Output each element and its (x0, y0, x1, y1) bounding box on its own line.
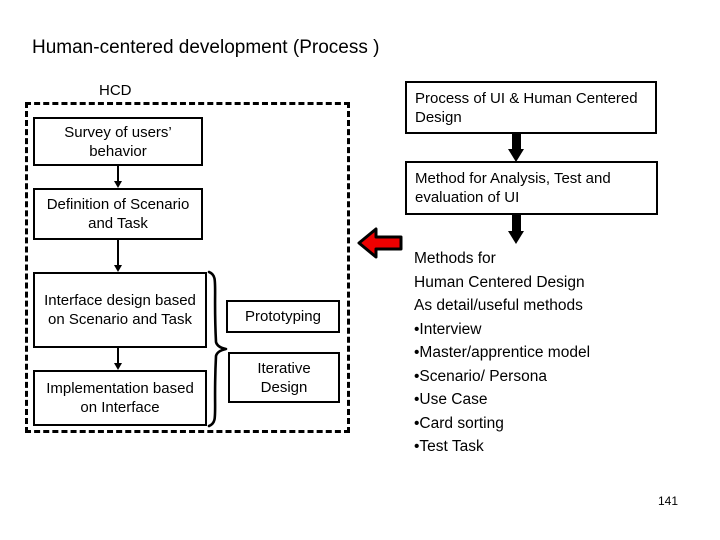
process-box-survey-of-users-behavior[interactable]: Survey of users’ behavior (33, 117, 203, 166)
arrow-head (508, 231, 524, 244)
hcd-group-label: HCD (95, 82, 136, 100)
hcd-group-border (25, 102, 350, 433)
arrow-shaft (512, 214, 521, 231)
arrow-down-method-to-methods-list (508, 214, 525, 244)
process-box-prototyping[interactable]: Prototyping (226, 300, 340, 333)
page-title: Human-centered development (Process ) (32, 37, 380, 58)
process-box-definition-of-scenario-and-task[interactable]: Definition of Scenario and Task (33, 188, 203, 240)
arrow-shaft (512, 133, 521, 149)
arrow-shaft (117, 166, 119, 181)
methods-heading-line-2: Human Centered Design (414, 273, 585, 291)
methods-bullet-master-apprentice-model: •Master/apprentice model (414, 344, 591, 361)
methods-bullet-card-sorting: •Card sorting (414, 414, 504, 432)
red-left-arrow-icon (357, 227, 403, 259)
arrow-head (508, 149, 524, 162)
arrow-down-process-to-method (508, 133, 525, 162)
methods-text-block: Methods for Human Centered Design As det… (414, 247, 704, 459)
page-number: 141 (658, 494, 679, 508)
process-box-iterative-design[interactable]: Iterative Design (228, 352, 340, 403)
methods-heading-line-1: Methods for (414, 250, 496, 267)
arrow-shaft (117, 240, 119, 265)
methods-bullet-interview: •Interview (414, 320, 482, 338)
arrow-head (114, 181, 122, 188)
process-box-implementation[interactable]: Implementation based on Interface (33, 370, 207, 426)
arrow-down-definition-to-interface (114, 240, 122, 272)
arrow-down-interface-to-implementation (114, 348, 122, 370)
arrow-shaft (117, 348, 119, 363)
methods-bullet-scenario-persona: •Scenario/ Persona (414, 367, 547, 385)
info-box-process-of-ui[interactable]: Process of UI & Human Centered Design (405, 81, 657, 134)
info-box-method-for-analysis[interactable]: Method for Analysis, Test and evaluation… (405, 161, 658, 215)
process-box-interface-design[interactable]: Interface design based on Scenario and T… (33, 272, 207, 348)
arrow-down-survey-to-definition (114, 166, 122, 188)
methods-heading-line-3: As detail/useful methods (414, 297, 583, 314)
methods-bullet-test-task: •Test Task (414, 438, 484, 455)
methods-bullet-use-case: •Use Case (414, 391, 488, 408)
arrow-head (114, 265, 122, 272)
arrow-head (114, 363, 122, 370)
curly-brace-icon (207, 270, 228, 428)
